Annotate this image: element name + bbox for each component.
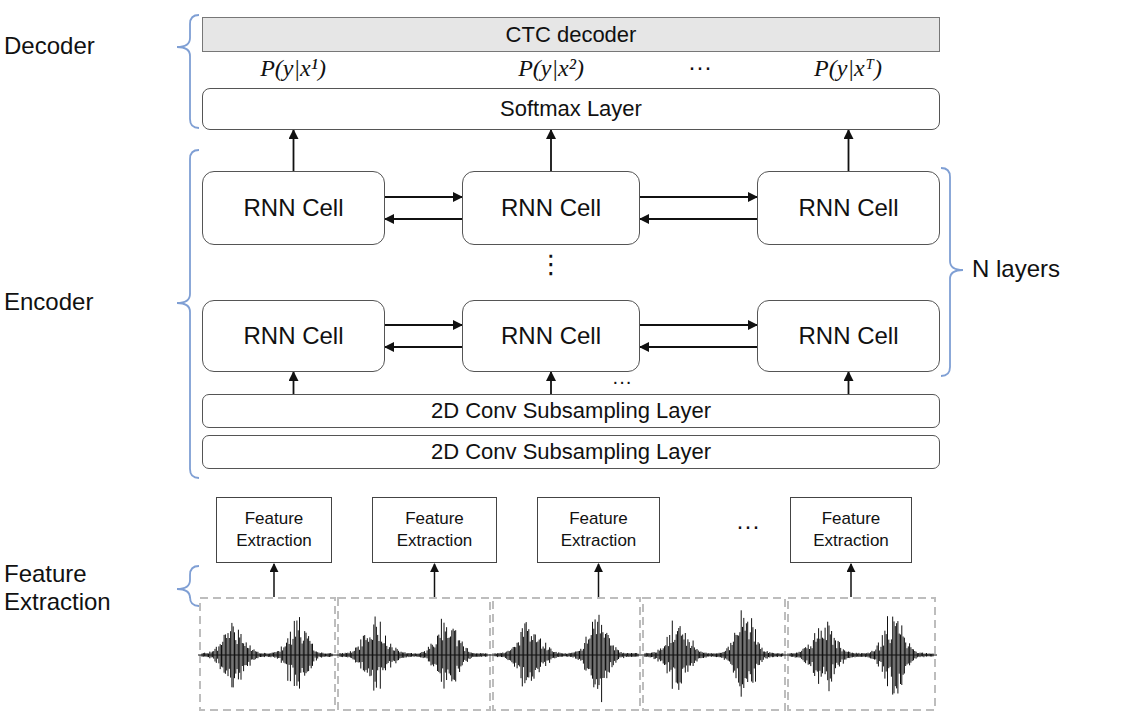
- flow-arrow: [550, 372, 552, 394]
- node-text: 2D Conv Subsampling Layer: [431, 398, 711, 424]
- conv-layer: 2D Conv Subsampling Layer: [202, 394, 940, 428]
- feature-box: Feature Extraction: [372, 497, 497, 563]
- flow-arrow: [385, 346, 462, 348]
- flow-arrow: [848, 372, 850, 394]
- flow-arrow: [640, 218, 757, 220]
- node-text: RNN Cell: [243, 194, 343, 222]
- node-text: RNN Cell: [798, 322, 898, 350]
- node-text: RNN Cell: [501, 194, 601, 222]
- group-brace: [177, 566, 199, 606]
- flow-arrow: [293, 372, 295, 394]
- group-brace: [941, 168, 963, 376]
- ellipsis: ···: [670, 53, 730, 81]
- node-text: Softmax Layer: [500, 96, 642, 122]
- group-braces: [177, 15, 963, 606]
- rnn-cell: RNN Cell: [202, 171, 385, 245]
- waveform-frames: [200, 598, 935, 710]
- node-text: Feature Extraction: [385, 508, 485, 552]
- section-label: N layers: [972, 255, 1102, 283]
- group-brace: [177, 150, 199, 478]
- feature-box: Feature Extraction: [537, 497, 660, 563]
- flow-arrow: [640, 196, 757, 198]
- rnn-cell: RNN Cell: [462, 300, 640, 372]
- node-text: RNN Cell: [243, 322, 343, 350]
- ellipsis: ···: [718, 512, 778, 540]
- probability-label: P(y|x²): [491, 55, 611, 83]
- section-label: Feature Extraction: [4, 560, 129, 615]
- flow-arrow: [385, 218, 462, 220]
- flow-arrow: [640, 324, 757, 326]
- rnn-cell: RNN Cell: [757, 300, 940, 372]
- node-text: 2D Conv Subsampling Layer: [431, 439, 711, 465]
- audio-waveform: [202, 610, 933, 702]
- input-arrow: [850, 564, 852, 597]
- conv-layer: 2D Conv Subsampling Layer: [202, 435, 940, 469]
- node-text: RNN Cell: [798, 194, 898, 222]
- flow-arrow: [550, 130, 552, 171]
- waveform-arrows: [274, 564, 851, 597]
- feature-box: Feature Extraction: [216, 497, 332, 563]
- vertical-ellipsis: ⋮: [531, 250, 571, 280]
- flow-arrow: [640, 346, 757, 348]
- flow-arrow: [385, 196, 462, 198]
- input-arrow: [598, 564, 600, 597]
- feature-box: Feature Extraction: [790, 497, 912, 563]
- input-arrow: [434, 564, 436, 597]
- flow-arrow: [385, 324, 462, 326]
- node-text: CTC decoder: [506, 22, 637, 48]
- section-label: Decoder: [4, 32, 114, 60]
- softmax-layer: Softmax Layer: [202, 88, 940, 130]
- node-text: Feature Extraction: [224, 508, 324, 552]
- waveform-baseline: [198, 655, 937, 656]
- probability-label: P(y|xᵀ): [788, 55, 908, 83]
- node-text: Feature Extraction: [549, 508, 649, 552]
- rnn-cell: RNN Cell: [202, 300, 385, 372]
- flow-arrow: [293, 130, 295, 171]
- rnn-cell: RNN Cell: [757, 171, 940, 245]
- section-label: Encoder: [4, 288, 114, 316]
- group-brace: [177, 15, 199, 128]
- ellipsis: ···: [597, 370, 647, 393]
- probability-label: P(y|x¹): [233, 55, 353, 83]
- decoder-bar: CTC decoder: [202, 17, 940, 52]
- rnn-cell: RNN Cell: [462, 171, 640, 245]
- input-arrow: [273, 564, 275, 597]
- node-text: Feature Extraction: [801, 508, 901, 552]
- flow-arrow: [848, 130, 850, 171]
- node-text: RNN Cell: [501, 322, 601, 350]
